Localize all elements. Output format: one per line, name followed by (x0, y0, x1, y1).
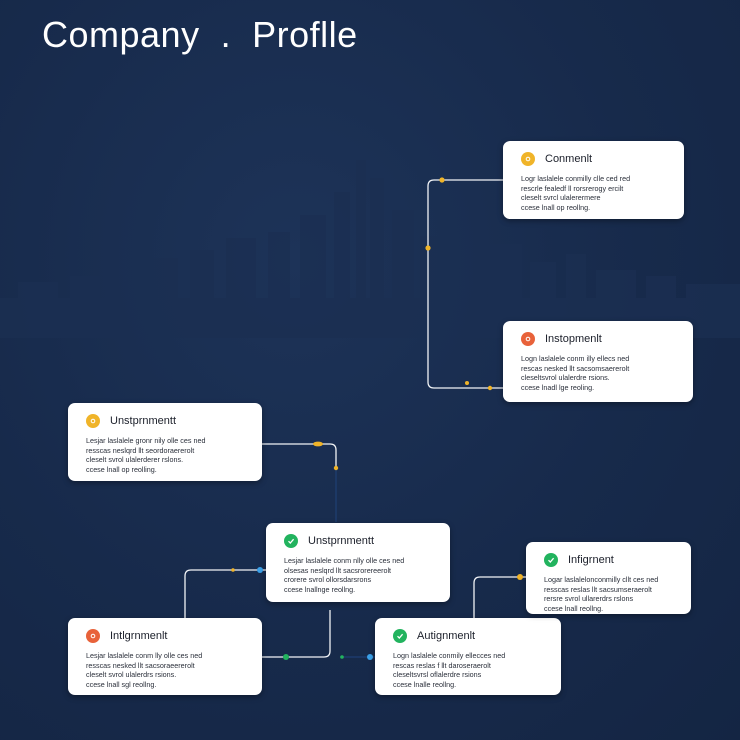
connector-instprnmentt-left-down (262, 443, 337, 468)
node-dot (439, 177, 445, 183)
node-dot (313, 441, 323, 447)
green-check-icon (544, 553, 558, 567)
connector-comment-to-instopment (427, 179, 503, 389)
node-dot (333, 465, 339, 471)
card-infgment-left[interactable]: Intlgrnmenlt Lesjar laslalele conm lly o… (68, 618, 262, 695)
card-instopment[interactable]: Instopmenlt Logn laslalele conm illy ell… (503, 321, 693, 402)
green-check-icon (393, 629, 407, 643)
card-body: Lesjar laslalele gronr nily olle ces ned… (86, 436, 206, 474)
node-dot (517, 574, 523, 580)
node-dot (465, 381, 469, 385)
node-dot (487, 385, 493, 391)
connector-autgnment-to-infigment (473, 576, 526, 618)
green-check-icon (284, 534, 298, 548)
card-title: Infigrnent (568, 554, 614, 566)
node-dot (283, 654, 289, 660)
card-body: Lesjar laslalele conm nlly olle ces ned … (284, 556, 405, 594)
node-dot (340, 655, 344, 659)
card-comment[interactable]: Conmenlt Logr laslalele conmilly clle ce… (503, 141, 684, 219)
card-autgnment[interactable]: Autignmenlt Logn laslalele conmily ellec… (375, 618, 561, 695)
card-title: Instopmenlt (545, 333, 602, 345)
node-dot (367, 654, 373, 660)
orange-circle-icon (86, 629, 100, 643)
card-instprnmentt-left[interactable]: Unstprnmentt Lesjar laslalele gronr nily… (68, 403, 262, 481)
orange-circle-icon (521, 332, 535, 346)
card-body: Logar laslalelonconmilly cllt ces ned re… (544, 575, 659, 613)
card-title: Conmenlt (545, 153, 593, 165)
yellow-circle-icon (86, 414, 100, 428)
card-body: Logr laslalele conmilly clle ced red res… (521, 174, 631, 212)
card-title: Unstprnmentt (308, 535, 375, 547)
node-dot (231, 568, 235, 572)
node-dot (425, 245, 431, 251)
node-dot (257, 567, 263, 573)
card-title: Intlgrnmenlt (110, 630, 168, 642)
card-instprnmentt-center[interactable]: Unstprnmentt Lesjar laslalele conm nlly … (266, 523, 450, 602)
card-body: Lesjar laslalele conm lly olle ces ned r… (86, 651, 203, 689)
card-body: Logn laslalele conmily ellecces ned resc… (393, 651, 506, 689)
page-title: Company . Proflle (42, 14, 358, 55)
yellow-circle-icon (521, 152, 535, 166)
connector-infgment-to-instprnmentt (184, 569, 266, 618)
card-body: Logn laslalele conm illy ellecs ned resc… (521, 354, 630, 392)
card-title: Autignmenlt (417, 630, 476, 642)
card-title: Unstprnmentt (110, 415, 177, 427)
connector-instprnmentt-to-infgment (262, 610, 331, 658)
card-infigment-right[interactable]: Infigrnent Logar laslalelonconmilly cllt… (526, 542, 691, 614)
